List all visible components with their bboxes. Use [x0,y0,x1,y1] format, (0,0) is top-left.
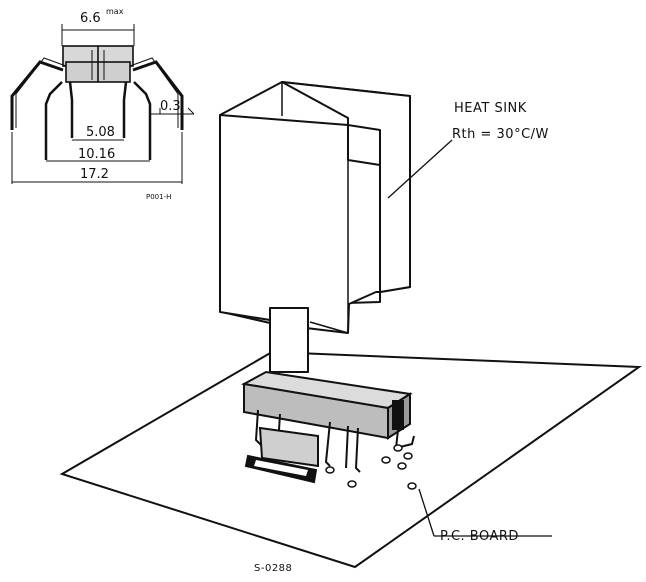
dim-pitch-inner: 5.08 [86,125,115,140]
dim-top-width: 6.6 [80,11,101,26]
pc-board-label: P.C. BOARD [440,529,519,544]
inset-labels: 6.6 max 0.3 5.08 10.16 17.2 P001-H [78,7,181,201]
dim-thickness: 0.3 [160,99,181,114]
heat-sink-rth: Rth = 30°C/W [452,127,549,142]
device-package [240,370,415,484]
board-holes [325,444,417,490]
dim-top-width-sup: max [106,7,124,16]
heat-sink-title: HEAT SINK [454,101,527,116]
dim-pitch-outer: 10.16 [78,147,115,162]
figure-code: S-0288 [254,563,292,574]
dim-overall-width: 17.2 [80,167,109,182]
inset-code: P001-H [146,193,171,201]
heat-sink [219,81,411,373]
inset-drawing [10,24,195,184]
pc-board [59,350,642,569]
callout-lines [387,139,552,537]
